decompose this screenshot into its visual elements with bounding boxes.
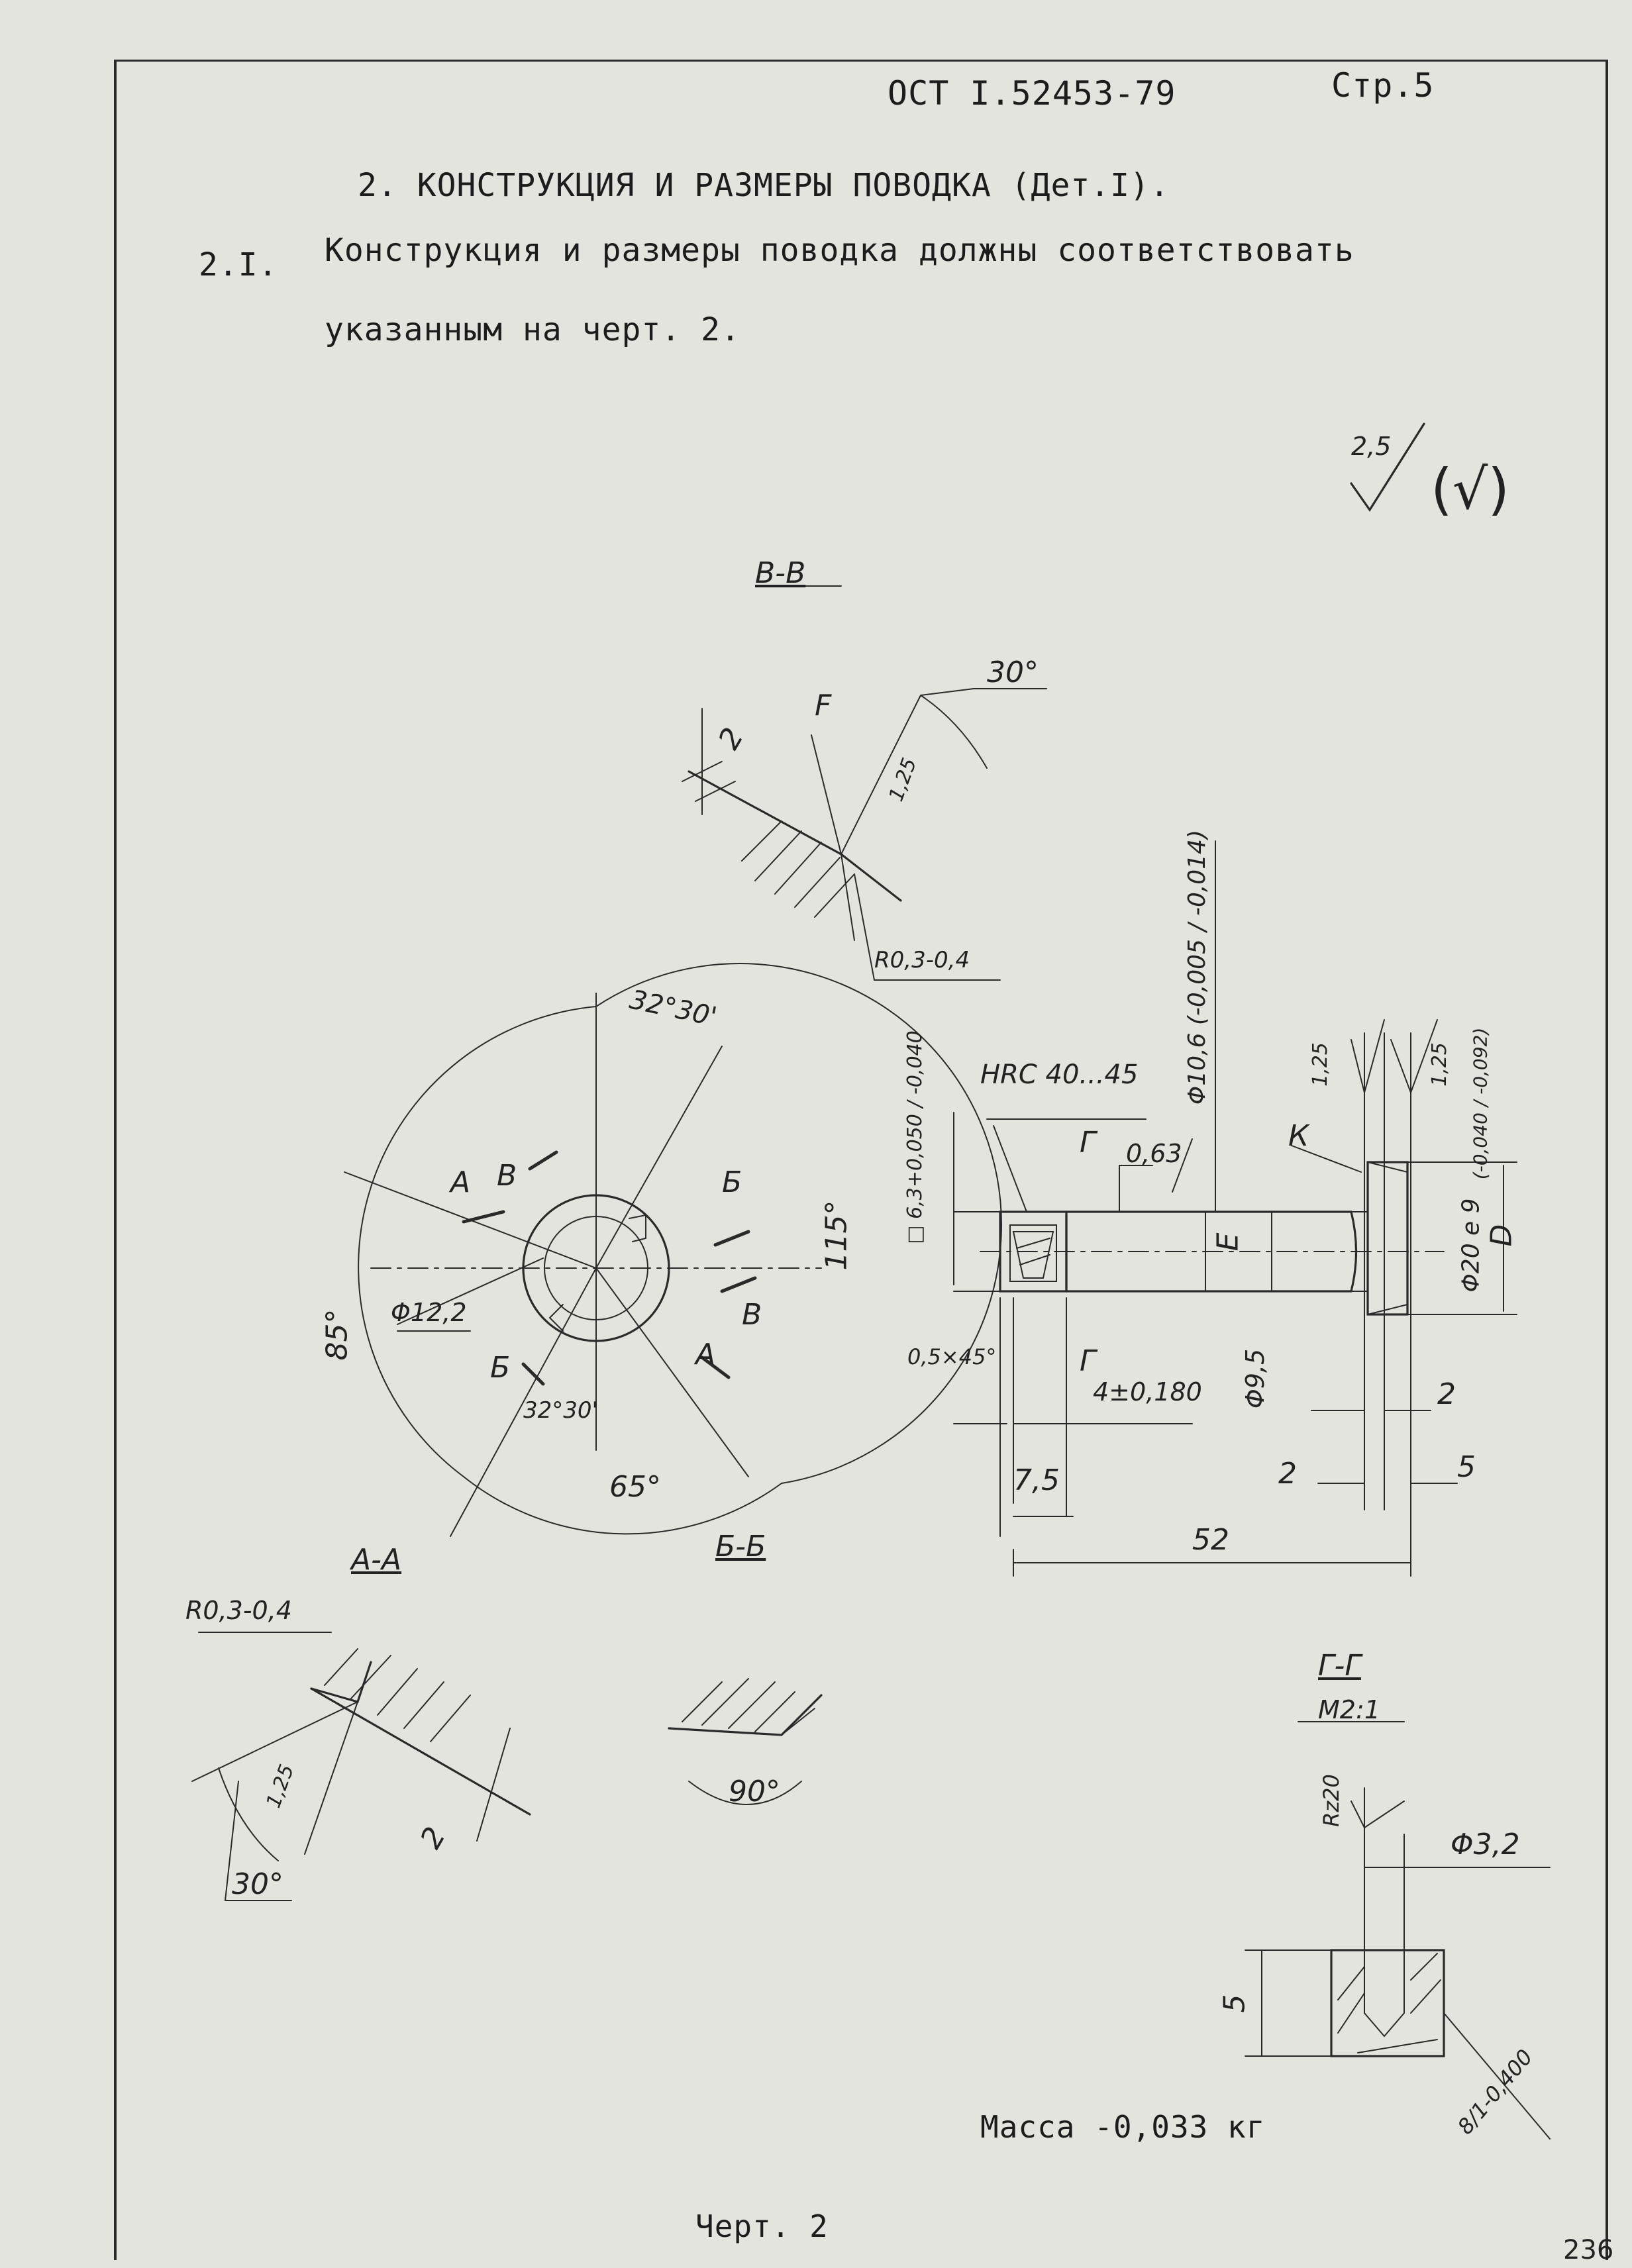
dim-b-top: В <box>497 1159 517 1193</box>
section-title: 2. КОНСТРУКЦИЯ И РАЗМЕРЫ ПОВОДКА (Дет.I)… <box>358 167 1170 204</box>
dim-r03-top: R0,3-0,4 <box>874 947 970 973</box>
dim-2-right: 2 <box>1437 1377 1456 1411</box>
dim-d: D <box>1484 1224 1519 1247</box>
dim-5: 5 <box>1457 1450 1476 1484</box>
standard-number: ОСТ I.52453-79 <box>888 74 1176 113</box>
dim-phi122: Φ12,2 <box>391 1298 467 1327</box>
dim-phi106: Φ10,6 (-0,005 / -0,014) <box>1184 829 1211 1105</box>
dim-75: 7,5 <box>1013 1463 1060 1497</box>
dim-b-bottom: В <box>742 1298 762 1332</box>
view-label-bb: В-В <box>755 556 806 590</box>
dim-phi95: Φ9,5 <box>1241 1348 1270 1409</box>
dim-65: 65° <box>609 1470 661 1504</box>
dim-phi20: Φ20 е 9 <box>1457 1198 1485 1293</box>
page-number: Стр.5 <box>1331 66 1435 105</box>
page-frame <box>114 60 1608 2260</box>
dim-30deg-top: 30° <box>987 656 1039 689</box>
dim-bb-right: Б <box>722 1165 742 1199</box>
dim-30-bottom: 30° <box>232 1867 283 1901</box>
clause-number: 2.I. <box>199 246 278 283</box>
dim-5-gg: 5 <box>1217 1994 1252 2013</box>
dim-e: Е <box>1211 1232 1245 1252</box>
dim-r03-bottom: R0,3-0,4 <box>185 1596 292 1625</box>
dim-hrc: HRC 40...45 <box>980 1060 1139 1090</box>
dim-52: 52 <box>1192 1523 1229 1557</box>
dim-g-bottom: Г <box>1080 1344 1096 1378</box>
dim-f: F <box>815 689 832 722</box>
sheet-number: 236 <box>1563 2235 1614 2265</box>
dim-2-bottom: 2 <box>1278 1457 1297 1491</box>
roughness-value: 2,5 <box>1351 432 1392 461</box>
mass-label: Масса -0,033 кг <box>980 2109 1266 2145</box>
view-label-gg-scale: М2:1 <box>1318 1695 1380 1724</box>
dim-phi32: Φ3,2 <box>1451 1828 1520 1861</box>
clause-text-line2: указанным на черт. 2. <box>325 311 740 348</box>
roughness-bracket: (√) <box>1431 457 1510 522</box>
dim-a-bottom: А <box>695 1338 716 1371</box>
view-label-aa: А-А <box>351 1543 402 1577</box>
dim-bb-left: Б <box>490 1351 511 1385</box>
dim-90: 90° <box>729 1775 780 1808</box>
dim-rz20: Rz20 <box>1318 1774 1344 1827</box>
dim-a-top: А <box>450 1165 471 1199</box>
dim-05x45: 0,5×45° <box>907 1344 997 1369</box>
dim-125-right-2: 1,25 <box>1427 1042 1451 1087</box>
dim-square-63: □ 6,3+0,050 / -0,040 <box>903 1030 927 1244</box>
dim-k: К <box>1288 1119 1309 1153</box>
dim-4: 4±0,180 <box>1093 1377 1202 1406</box>
clause-text-line1: Конструкция и размеры поводка должны соо… <box>325 232 1354 269</box>
dim-063: 0,63 <box>1126 1139 1182 1168</box>
dim-85: 85° <box>320 1308 354 1361</box>
view-label-gg: Г-Г <box>1318 1649 1361 1683</box>
dim-32-30-bottom: 32°30' <box>523 1397 598 1424</box>
dim-g-top: Г <box>1080 1126 1096 1159</box>
dim-125-right-1: 1,25 <box>1308 1042 1332 1087</box>
dim-115: 115° <box>819 1200 854 1271</box>
view-label-bbb: Б-Б <box>715 1530 766 1563</box>
drawing-reference: Черт. 2 <box>695 2208 829 2244</box>
dim-tol-phi20: (-0,040 / -0,092) <box>1469 1027 1492 1180</box>
